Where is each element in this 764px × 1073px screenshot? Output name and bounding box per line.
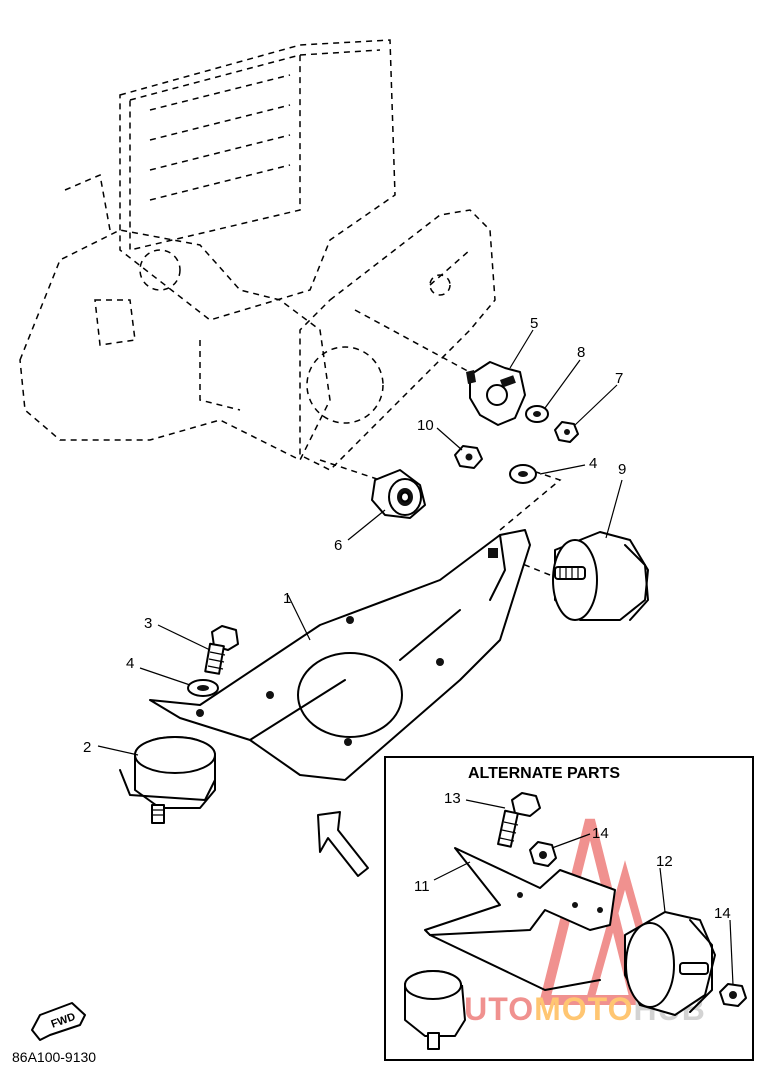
- callout-14-lower: 14: [714, 905, 731, 922]
- part-14-nut-lower: [719, 983, 747, 1007]
- part-14-nut-upper: [529, 841, 557, 867]
- part-13-bolt: [497, 792, 541, 848]
- part-9-damper: [552, 531, 649, 621]
- fwd-badge: FWD: [31, 1002, 86, 1041]
- callout-10: 10: [417, 417, 434, 434]
- alt-rubber-mount: [404, 970, 466, 1050]
- part-8-washer: [525, 405, 549, 423]
- watermark-text-moto: MOTO: [534, 991, 633, 1027]
- alternate-parts-title: ALTERNATE PARTS: [468, 765, 620, 782]
- callout-4-lower: 4: [126, 655, 134, 672]
- figure-code: 86A100-9130: [12, 1049, 96, 1065]
- callout-14-upper: 14: [592, 825, 609, 842]
- callout-2: 2: [83, 739, 91, 756]
- callout-8: 8: [577, 344, 585, 361]
- part-3-bolt: [204, 625, 239, 675]
- part-11-bracket: [424, 847, 616, 991]
- callout-3: 3: [144, 615, 152, 632]
- part-10-nut: [454, 445, 483, 469]
- part-6-bearing: [371, 469, 426, 519]
- callout-12: 12: [656, 853, 673, 870]
- callout-6: 6: [334, 537, 342, 554]
- forward-direction-arrow: [317, 811, 369, 877]
- part-2-rubber-mount: [119, 736, 216, 824]
- callout-4-upper: 4: [589, 455, 597, 472]
- callout-13: 13: [444, 790, 461, 807]
- engine-phantom-outline: [19, 39, 496, 471]
- callout-7: 7: [615, 370, 623, 387]
- part-12-damper: [624, 911, 716, 1016]
- leader-lines: [97, 329, 623, 756]
- part-1-bracket: [149, 529, 531, 781]
- part-4-washer-lower: [187, 679, 219, 697]
- part-7-nut: [554, 421, 579, 443]
- callout-11: 11: [414, 878, 430, 895]
- callout-9: 9: [618, 461, 626, 478]
- alternate-parts-panel: ALTERNATE PARTS AUTOMOTOHUB: [384, 756, 754, 1061]
- callout-5: 5: [530, 315, 538, 332]
- part-4-washer-upper: [509, 464, 537, 484]
- part-5-sprocket: [466, 361, 526, 426]
- callout-1: 1: [283, 590, 291, 607]
